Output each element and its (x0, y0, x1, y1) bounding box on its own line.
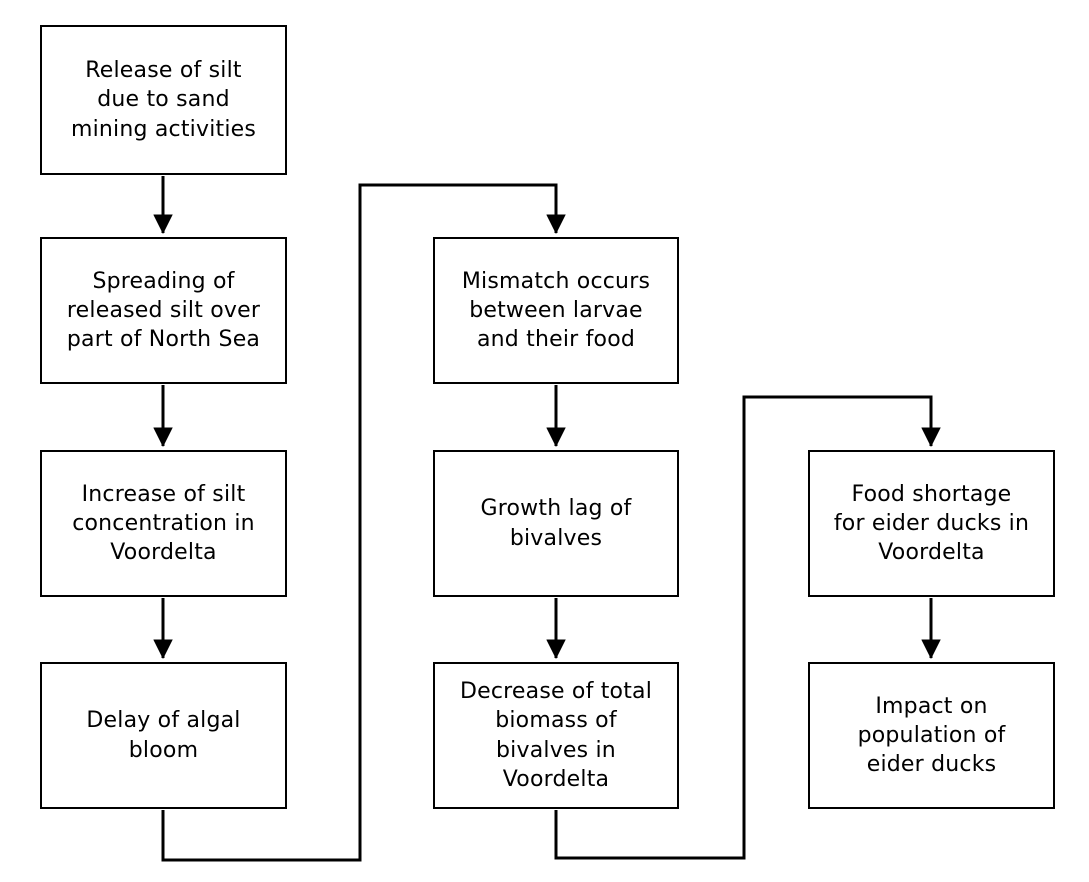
arrow-decrease-to-foodshortage (554, 395, 941, 860)
node-impact-eider-duck-population: Impact on population of eider ducks (808, 662, 1055, 809)
node-growth-lag-bivalves-label: Growth lag of bivalves (480, 496, 632, 551)
node-impact-eider-duck-population-label: Impact on population of eider ducks (857, 693, 1006, 778)
node-spreading-silt-label: Spreading of released silt over part of … (66, 268, 261, 353)
node-spreading-silt: Spreading of released silt over part of … (40, 237, 287, 384)
node-release-silt: Release of silt due to sand mining activ… (40, 25, 287, 175)
node-growth-lag-bivalves: Growth lag of bivalves (433, 450, 679, 597)
node-delay-algal-bloom: Delay of algal bloom (40, 662, 287, 809)
node-mismatch-larvae-food-label: Mismatch occurs between larvae and their… (461, 268, 651, 353)
node-release-silt-label: Release of silt due to sand mining activ… (70, 58, 257, 142)
node-increase-silt-concentration-label: Increase of silt concentration in Voorde… (72, 481, 255, 566)
node-delay-algal-bloom-label: Delay of algal bloom (86, 708, 241, 763)
node-mismatch-larvae-food: Mismatch occurs between larvae and their… (433, 237, 679, 384)
node-decrease-biomass-bivalves-label: Decrease of total biomass of bivalves in… (459, 679, 653, 792)
node-decrease-biomass-bivalves: Decrease of total biomass of bivalves in… (433, 662, 679, 809)
node-food-shortage-eider-ducks-label: Food shortage for eider ducks in Voordel… (833, 481, 1030, 566)
arrow-delay-to-mismatch (161, 183, 566, 862)
node-increase-silt-concentration: Increase of silt concentration in Voorde… (40, 450, 287, 597)
node-food-shortage-eider-ducks: Food shortage for eider ducks in Voordel… (808, 450, 1055, 597)
